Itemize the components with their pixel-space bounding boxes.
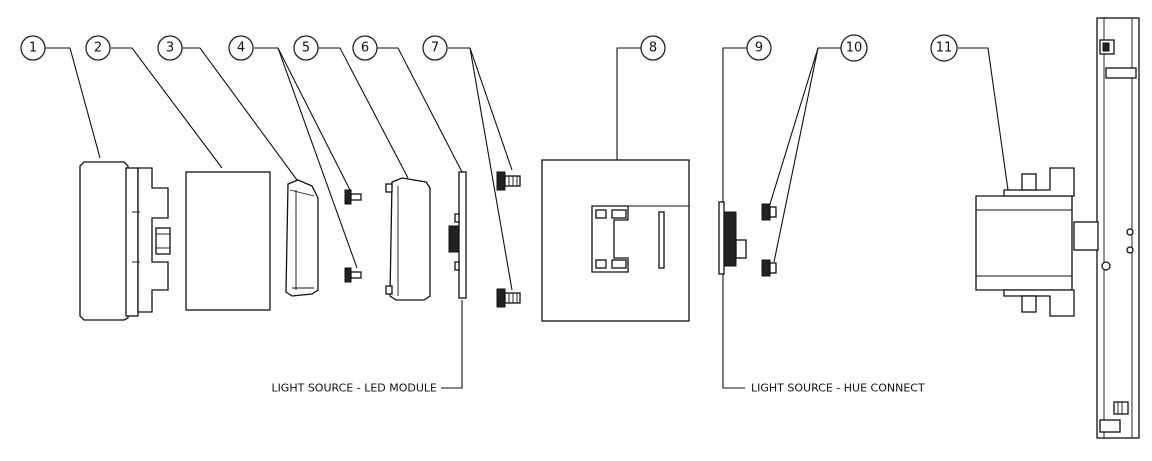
svg-text:11: 11 [936,41,953,56]
part-10-screw-lower [761,259,777,277]
svg-text:10: 10 [846,41,863,56]
svg-text:3: 3 [166,41,174,56]
part-7-screw-upper [496,171,521,191]
callout-1: 1 [20,35,46,61]
callout-4: 4 [228,35,254,61]
part-2-cover-plate [185,171,271,311]
led-module-caption: LIGHT SOURCE - LED MODULE [271,382,437,395]
callout-6: 6 [352,35,378,61]
part-1-front-frame [79,161,171,321]
part-11-wall-box [975,17,1140,439]
part-8-mounting-plate [541,159,690,322]
part-5-lens-housing [385,177,431,301]
svg-text:2: 2 [94,41,102,56]
svg-text:7: 7 [431,41,439,56]
callout-2: 2 [85,35,111,61]
svg-text:5: 5 [302,41,310,56]
part-6-led-module [448,171,467,299]
part-10-screw-upper [761,203,777,221]
hue-connect-caption: LIGHT SOURCE - HUE CONNECT [751,382,925,395]
part-7-screw-lower [496,288,521,308]
callout-3: 3 [157,35,183,61]
svg-text:4: 4 [237,41,245,56]
callout-7: 7 [422,35,448,61]
callout-11: 11 [930,34,958,62]
callout-9: 9 [746,35,772,61]
part-4-screw-lower [344,267,362,283]
svg-text:9: 9 [755,41,763,56]
svg-text:1: 1 [29,41,37,56]
part-4-screw-upper [344,189,362,205]
callout-5: 5 [293,35,319,61]
part-3-diffuser [285,179,319,297]
callout-10: 10 [840,34,868,62]
svg-text:8: 8 [649,41,657,56]
leader-lines [45,47,1009,389]
callout-8: 8 [640,35,666,61]
svg-text:6: 6 [361,41,369,56]
part-9-hue-connect-module [718,201,747,275]
